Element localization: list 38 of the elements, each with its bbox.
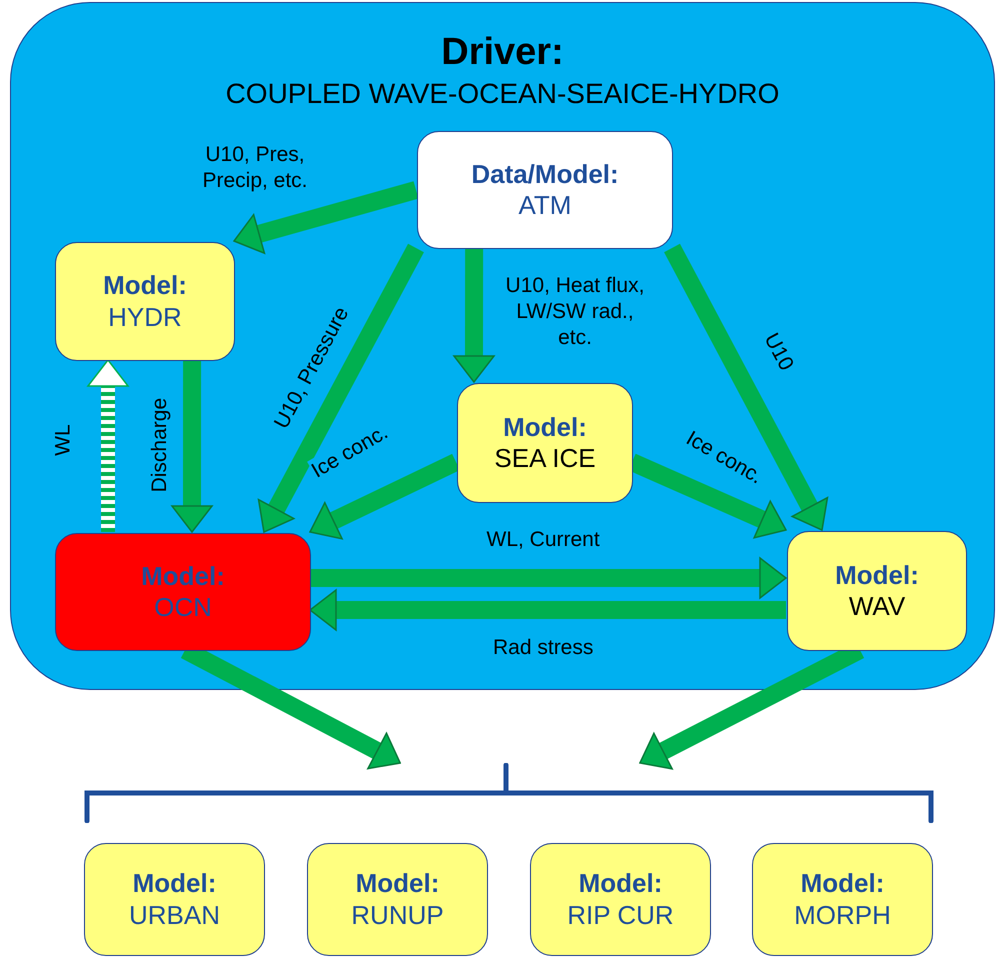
model-name: HYDR	[108, 302, 182, 333]
model-label: Data/Model:	[471, 158, 619, 190]
model-box	[84, 843, 265, 956]
model-name: SEA ICE	[494, 443, 596, 474]
arrow	[664, 244, 828, 531]
arrow	[258, 244, 424, 533]
arrow	[87, 359, 129, 532]
model-name: ATM	[518, 190, 572, 222]
atm-box	[417, 131, 673, 249]
model-label: Model:	[132, 868, 216, 900]
model-name: RUNUP	[351, 900, 444, 931]
arrow	[309, 589, 786, 631]
arrow	[453, 248, 495, 383]
model-name: MORPH	[794, 900, 891, 931]
model-box	[55, 533, 311, 651]
model-name: OCN	[154, 592, 212, 624]
bracket	[84, 763, 934, 823]
model-label: Model:	[503, 412, 587, 443]
model-box	[457, 383, 633, 503]
model-label: Model:	[578, 868, 662, 900]
model-label: Model:	[835, 560, 919, 591]
arrow	[309, 454, 460, 540]
model-box	[307, 843, 488, 956]
model-label: Model:	[800, 868, 884, 900]
arrow	[233, 181, 418, 254]
subtitle: COUPLED WAVE-OCEAN-SEAICE-HYDRO	[226, 78, 780, 110]
model-box	[530, 843, 711, 956]
model-box	[752, 843, 933, 956]
model-label: Model:	[141, 560, 225, 592]
model-name: URBAN	[128, 900, 220, 931]
model-label: Model:	[103, 270, 187, 302]
model-box	[787, 531, 967, 651]
model-label: Model:	[356, 868, 440, 900]
model-name: RIP CUR	[567, 900, 674, 931]
title: Driver:	[441, 31, 564, 74]
model-name: WAV	[848, 591, 906, 622]
arrow	[171, 360, 213, 533]
model-box	[55, 242, 235, 361]
